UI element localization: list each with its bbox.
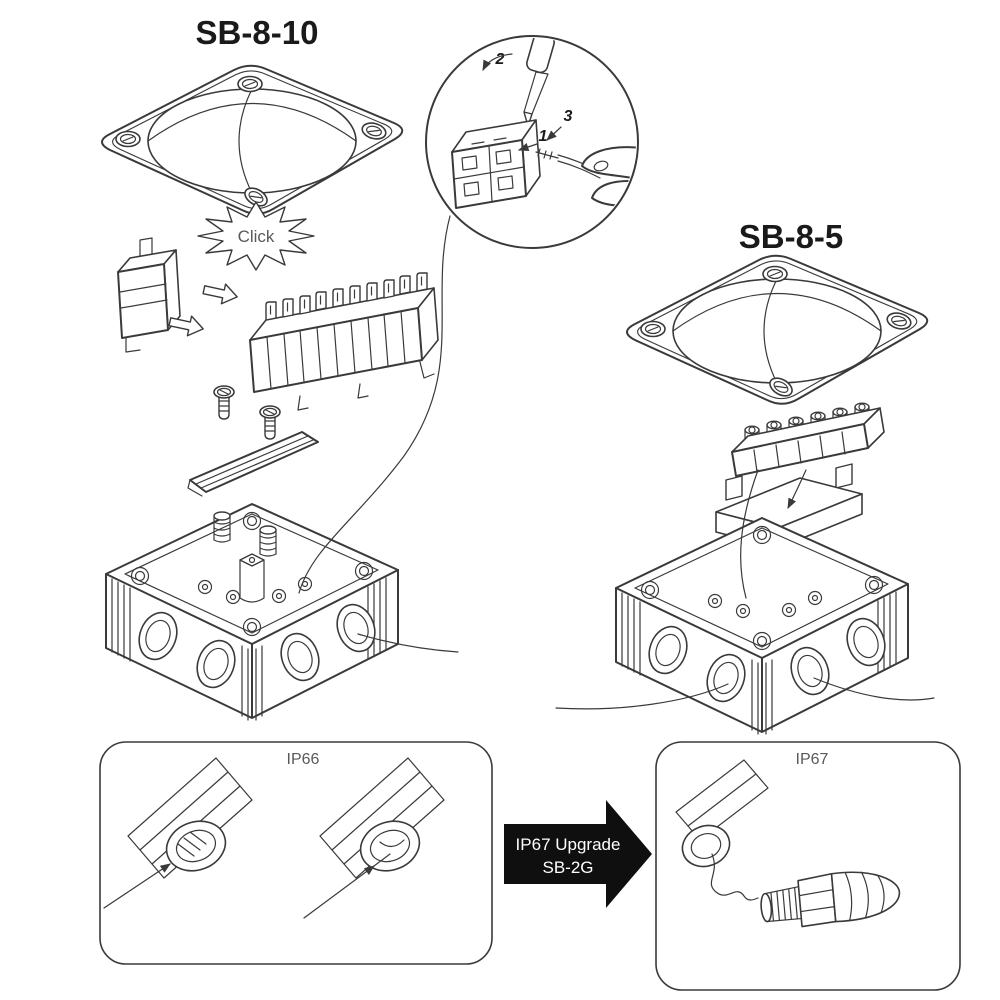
membrane-slit (379, 839, 405, 848)
strip-tooth (332, 288, 344, 308)
junction-box-sb-8-5 (615, 517, 909, 735)
rail-body (189, 431, 319, 493)
title-sb-8-10: SB-8-10 (196, 14, 319, 51)
gland-dome-ridges (844, 871, 885, 921)
ip66-panel: IP66 (99, 741, 493, 965)
step-2-arrow (482, 53, 513, 71)
inset-step-labels: 2 1 3 (482, 51, 573, 151)
wire-arrow-left (103, 863, 171, 909)
block-dividers (753, 431, 846, 473)
insertion-arrow-1 (201, 279, 240, 308)
gland-neck (760, 886, 802, 923)
ip67-panel: IP67 (655, 741, 961, 991)
inset-wire (535, 148, 603, 179)
click-label: Click (238, 227, 275, 246)
step-3-label: 3 (564, 108, 573, 125)
click-burst (197, 201, 315, 271)
ip66-frame (99, 741, 493, 965)
wire-right-box-left (555, 683, 729, 710)
center-pillar (239, 553, 265, 603)
mini-terminal-block (451, 119, 541, 209)
click-callout: Click (197, 201, 315, 271)
block-front (731, 423, 869, 477)
step-2-label: 2 (495, 51, 505, 68)
ip67-frame (655, 741, 961, 991)
bracket-arrow (787, 469, 807, 509)
strip-tooth (366, 282, 378, 302)
lid-sb-8-10 (102, 66, 402, 214)
upgrade-arrow-line2: SB-2G (542, 858, 593, 877)
sb-8-5-assembly: SB-8-5 (555, 218, 935, 735)
strip-tooth (315, 291, 327, 311)
wire-into-box (740, 469, 759, 599)
rail-end (187, 479, 203, 497)
ip66-label: IP66 (287, 751, 320, 768)
box-shell (615, 517, 909, 735)
box-shell (105, 503, 399, 721)
screwdriver (523, 38, 555, 127)
lid-sb-8-5 (627, 256, 927, 404)
lid-shape (102, 66, 402, 214)
curled-wire (710, 853, 759, 901)
bracket-tab-right (835, 463, 853, 489)
strip-tooth (349, 285, 361, 305)
gland-demo-wall (675, 759, 769, 901)
din-rail (187, 431, 319, 497)
strip-dividers (266, 310, 406, 390)
cable-gland (760, 871, 901, 928)
step-1-arrow (518, 143, 538, 151)
wire-arrow-right (303, 865, 375, 919)
strip-feet (297, 361, 435, 411)
strip-tooth (416, 272, 428, 292)
membrane-hatch (177, 831, 207, 857)
endpiece-front (117, 263, 169, 339)
fingernail (593, 160, 609, 172)
gland-hex (797, 872, 837, 928)
strip-tooth (299, 295, 311, 315)
endpiece-detail (119, 283, 168, 309)
fixing-screw-1 (213, 385, 235, 420)
gland-hex-facets (798, 889, 836, 913)
strip-tooth (399, 275, 411, 295)
wire-tip (373, 853, 391, 867)
strip-tooth (383, 279, 395, 299)
rail-ridges (195, 435, 314, 489)
lid-shape (627, 256, 927, 404)
upgrade-arrow-line1: IP67 Upgrade (516, 835, 621, 854)
bracket-tab-left (725, 475, 743, 501)
wire-left-box (357, 633, 459, 653)
wire-right-box-right (813, 677, 935, 701)
step-1-label: 1 (539, 128, 548, 145)
endpiece-foot (125, 337, 141, 353)
terminal-block-5pos (731, 402, 885, 477)
inset-wire-lead (298, 215, 451, 594)
terminal-endpiece (117, 237, 181, 353)
membrane-demo-left (103, 757, 253, 909)
endpiece-clip (139, 237, 153, 259)
terminal-strip-10pos (249, 272, 439, 411)
detail-inset: 2 1 3 (298, 35, 639, 594)
step-3-arrow (546, 126, 562, 141)
strip-tooth (265, 301, 277, 321)
upgrade-arrow-shape (504, 800, 652, 908)
membrane-demo-right (303, 757, 445, 919)
sb-8-10-assembly: SB-8-10 Click (102, 14, 459, 721)
strip-tooth (282, 298, 294, 318)
ip67-label: IP67 (796, 751, 829, 768)
title-sb-8-5: SB-8-5 (739, 218, 844, 255)
fixing-screw-2 (259, 405, 281, 440)
junction-box-sb-8-10 (105, 503, 399, 721)
upgrade-arrow: IP67 Upgrade SB-2G (504, 800, 652, 908)
